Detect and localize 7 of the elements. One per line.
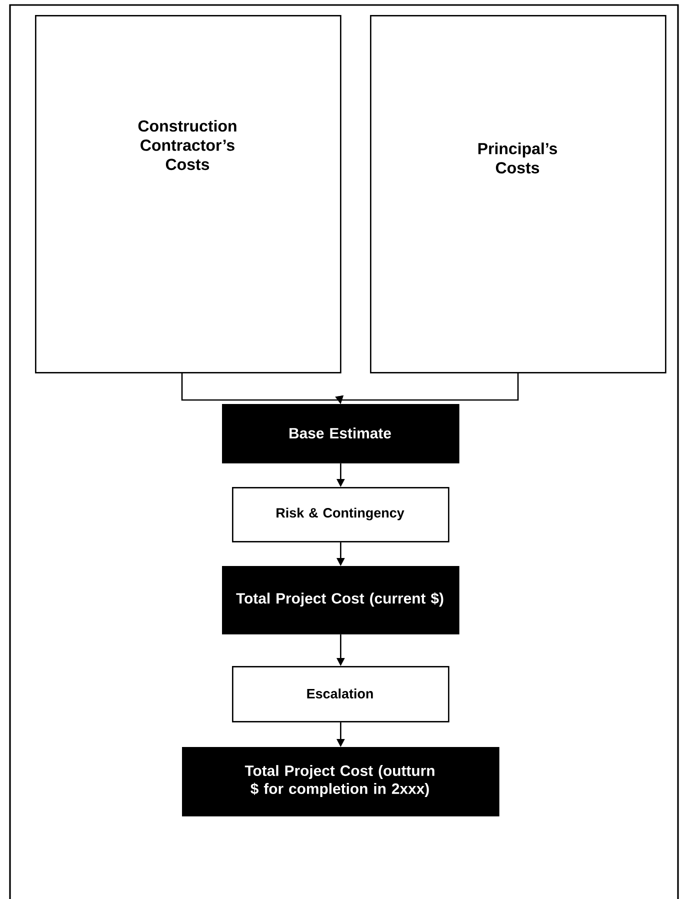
process-box: Principal’s Costs — [370, 15, 666, 374]
process-box: Total Project Cost (outturn $ for completion in 2xxx) — [182, 747, 500, 816]
process-box: Escalation — [232, 666, 450, 722]
process-box: Risk & Contingency — [232, 487, 450, 542]
process-box: Construction Contractor’s Costs — [35, 15, 342, 374]
process-box: Base Estimate — [222, 404, 460, 464]
process-box: Total Project Cost (current $) — [222, 566, 460, 634]
